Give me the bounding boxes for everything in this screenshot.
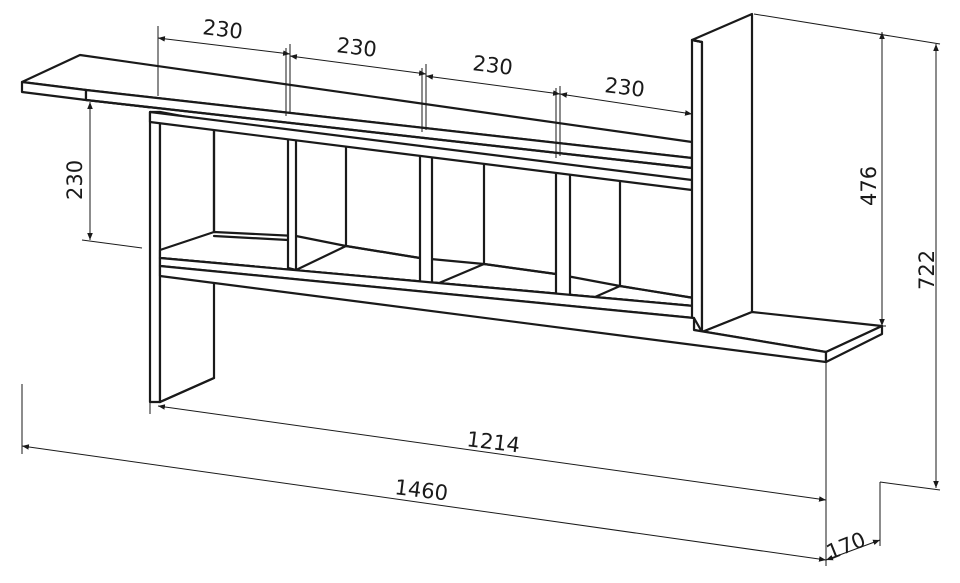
right-upright-front — [690, 38, 704, 334]
dim-cell-1: 230 — [201, 15, 244, 44]
bottom-shelf-end — [824, 324, 884, 364]
dim-total-height: 722 — [915, 250, 939, 290]
dim-depth: 170 — [823, 527, 869, 564]
cell-back-panels — [212, 120, 622, 288]
dim-cell-height: 230 — [63, 160, 87, 200]
dim-total-length: 1460 — [393, 475, 449, 505]
dimension-lines — [21, 13, 941, 566]
dim-upright-height: 476 — [857, 166, 881, 206]
dim-inner-length: 1214 — [465, 427, 521, 457]
left-leg-panel — [148, 110, 162, 404]
dim-cell-4: 230 — [603, 73, 646, 102]
right-upright-side — [690, 12, 754, 334]
dim-cell-2: 230 — [335, 33, 378, 62]
shelf-unit — [20, 12, 884, 404]
dim-cell-3: 230 — [471, 51, 514, 80]
dimension-labels: 230 230 230 230 230 476 722 1214 1460 17… — [63, 15, 939, 564]
